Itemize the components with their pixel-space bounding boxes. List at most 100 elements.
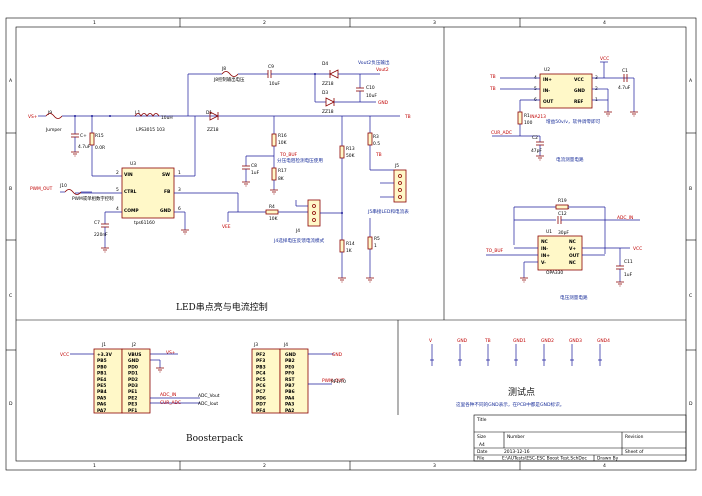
r14-label: R14 xyxy=(346,241,355,247)
c1-label: C1 xyxy=(622,68,628,74)
j2-header xyxy=(121,348,151,414)
bp-pwm-out-net: PWM_OUT xyxy=(322,378,345,384)
j1-pin: PB0 xyxy=(97,364,107,370)
r17-value: 8K xyxy=(278,176,284,182)
r16-value: 10K xyxy=(278,140,287,146)
to-buf-desc: 分压电阻检测电压使用 xyxy=(277,157,323,164)
col-marker-1: 1 xyxy=(93,20,96,26)
revision-label: Revision xyxy=(625,434,644,440)
u3-pin-gnd: GND xyxy=(160,208,171,214)
j4b-label: J4 xyxy=(283,342,288,348)
vout2-net: Vout2 xyxy=(376,67,389,73)
c12-label: C12 xyxy=(558,211,567,217)
d3-diode-icon xyxy=(325,97,335,107)
title-label: Title xyxy=(476,417,487,423)
size-label: Size xyxy=(477,434,486,440)
r5-label: R5 xyxy=(374,236,380,242)
led-section-title: LED串点亮与电流控制 xyxy=(176,301,268,313)
r14-value: 1K xyxy=(346,248,352,254)
c9-value: 10uF xyxy=(269,81,280,87)
u3-pin-ctrl: CTRL xyxy=(124,189,137,195)
vs-to-buf-net: TO_BUF xyxy=(485,248,504,254)
r15-label: R15 xyxy=(95,133,104,139)
j1-pin: +3.3V xyxy=(97,352,112,358)
j4-booster-pin: PF0 xyxy=(285,371,294,377)
j2-pin: PD3 xyxy=(128,383,138,389)
c11-value: 1uF xyxy=(624,272,633,278)
j9-label: J9 xyxy=(47,110,52,116)
j4-booster-pin: PA4 xyxy=(285,395,294,401)
j2-pin: PD2 xyxy=(128,377,138,383)
j1-pin: PB4 xyxy=(97,389,107,395)
r13-label: R13 xyxy=(346,146,355,152)
j9-jumper-icon xyxy=(45,113,63,119)
vee-label: VEE xyxy=(222,224,231,230)
l1-value: 10uH xyxy=(161,115,173,121)
test-point-label: GND1 xyxy=(513,338,526,344)
test-point-pin xyxy=(570,344,574,366)
d3-part: ZZ18 xyxy=(322,109,334,115)
bp-adc-vout: ADC_Vout xyxy=(198,393,220,399)
u1-pin-out: OUT xyxy=(569,253,579,259)
u2-chip xyxy=(539,73,593,109)
row-marker-d: D xyxy=(9,401,13,407)
u3-pin-num-vin: 2 xyxy=(116,170,119,176)
u3-pin-num-sw: 1 xyxy=(178,170,181,176)
cs-gain-note: 增益50v/v，软件调零即可 xyxy=(546,118,601,125)
test-point-label: GND4 xyxy=(597,338,610,344)
c7-value: 220nF xyxy=(94,232,108,238)
u1-pin-nc1: NC xyxy=(541,239,548,245)
test-point-pin xyxy=(430,344,434,366)
u2-label: U2 xyxy=(544,67,550,73)
j1-pin: PA7 xyxy=(97,408,106,414)
j1-pin: PA6 xyxy=(97,402,106,408)
j3-pin: PB3 xyxy=(256,364,266,370)
tb-top-net: TB xyxy=(375,152,382,158)
j1-pin: PA5 xyxy=(97,395,106,401)
j4-booster-pin: PE0 xyxy=(285,364,294,370)
j2-pin: PF1 xyxy=(128,408,137,414)
d4-diode-icon xyxy=(329,69,339,79)
u1-pin-nc2: NC xyxy=(569,239,576,245)
tb-net-label: TB xyxy=(404,114,411,120)
u1-chip xyxy=(537,235,583,271)
test-point-label: GND xyxy=(457,338,468,344)
u3-pin-num-ctrl: 5 xyxy=(116,187,119,193)
j4-header xyxy=(307,199,321,227)
outer-frame xyxy=(5,17,697,471)
j3-pin: PD6 xyxy=(256,395,266,401)
j4-booster-pin: RST xyxy=(285,377,295,383)
u1-pin-nc3: NC xyxy=(569,260,576,266)
d4-label: D4 xyxy=(322,61,328,67)
u3-pin-num-comp: 4 xyxy=(116,206,119,212)
j8-label: J8 xyxy=(221,66,226,72)
col-marker-2-bottom: 2 xyxy=(263,463,266,469)
j8-desc: J8控制输出电压 xyxy=(213,76,245,83)
pwm-out-label: PWM_OUT xyxy=(30,186,53,192)
c8-label: C8 xyxy=(251,163,257,169)
test-points-note: 这里各种不同的GND表示，在PCB中都是GND标识。 xyxy=(456,401,564,408)
bp-vcc-net: VCC xyxy=(60,352,69,358)
test-points-title: 测试点 xyxy=(508,386,535,398)
vout2-desc: Vout2负压输出 xyxy=(358,59,390,66)
r16-label: R16 xyxy=(278,133,287,139)
cs-vcc-net: VCC xyxy=(600,56,609,62)
j4-booster-pin: GND xyxy=(285,352,296,358)
u3-pin-comp: COMP xyxy=(124,208,139,214)
j1-label: J1 xyxy=(101,342,106,348)
j3-pin: PF2 xyxy=(256,352,265,358)
boosterpack: VCC VS+ J1 J2 +3.3VPB5PB0PB1PE4PE5PB4PA5… xyxy=(60,342,346,414)
file-label: File xyxy=(477,456,485,462)
size-value: A4 xyxy=(479,442,485,448)
l1-label: L1 xyxy=(135,110,140,116)
row-marker-c: C xyxy=(9,293,12,299)
r5-value: 1 xyxy=(374,243,377,249)
j3-pin: PC7 xyxy=(256,389,266,395)
u3-pin-sw: SW xyxy=(162,172,170,178)
test-point-label: TB xyxy=(484,338,491,344)
number-label: Number xyxy=(507,434,525,440)
d4-part: ZZ18 xyxy=(322,81,334,87)
